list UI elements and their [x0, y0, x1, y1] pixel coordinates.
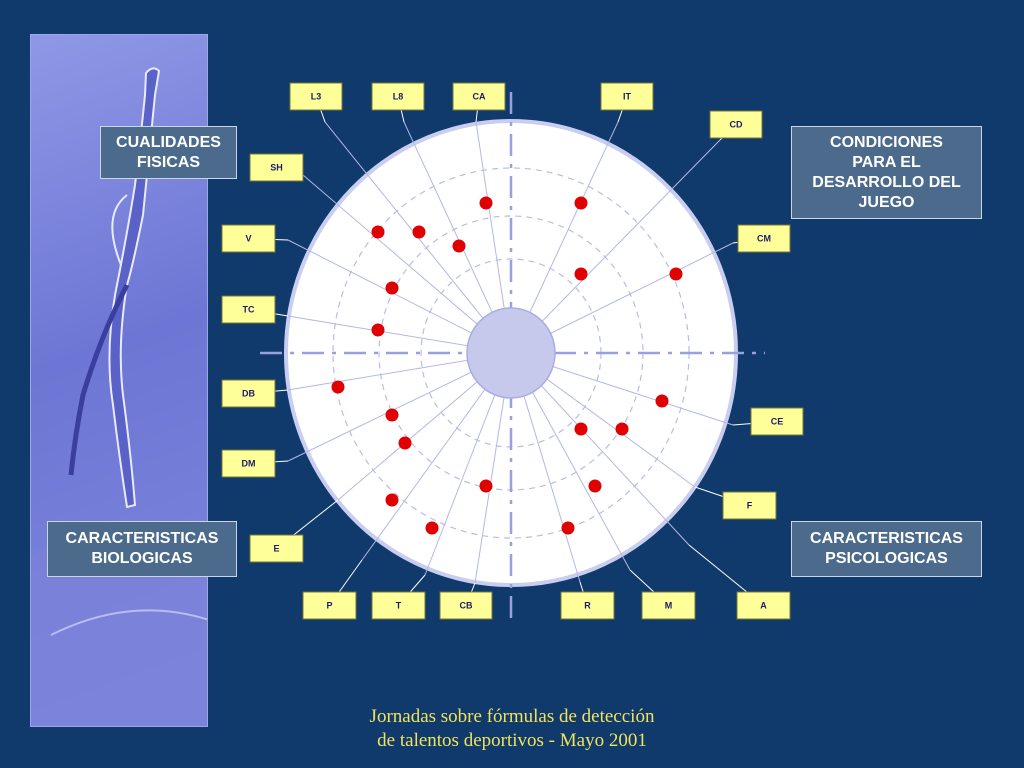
label-box-a — [736, 591, 791, 620]
label-l8: L8 — [393, 92, 404, 102]
category-caracteristicas-biologicas: CARACTERISTICAS BIOLOGICAS — [47, 521, 237, 577]
label-dm: DM — [242, 459, 256, 469]
label-box-cb — [439, 591, 493, 620]
red-dot-7 — [669, 267, 683, 281]
red-dot-11 — [655, 394, 669, 408]
label-p: P — [326, 601, 332, 611]
label-m: M — [665, 601, 673, 611]
red-dot-2 — [574, 196, 588, 210]
label-box-r — [560, 591, 615, 620]
label-box-db — [221, 379, 276, 408]
label-box-dm — [221, 449, 276, 478]
red-dot-4 — [412, 225, 426, 239]
label-sh: SH — [270, 163, 283, 173]
label-r: R — [584, 601, 591, 611]
label-cd: CD — [730, 120, 743, 130]
label-box-cm — [737, 224, 791, 253]
label-db: DB — [242, 389, 255, 399]
label-tc: TC — [243, 305, 255, 315]
category-cualidades-fisicas: CUALIDADES FISICAS — [100, 126, 237, 179]
red-dot-18 — [385, 493, 399, 507]
footer-line-2: de talentos deportivos - Mayo 2001 — [377, 730, 647, 751]
label-box-ca — [452, 82, 506, 111]
red-dot-19 — [425, 521, 439, 535]
label-box-cd — [709, 110, 763, 139]
label-box-f — [722, 491, 777, 520]
red-dot-20 — [561, 521, 575, 535]
label-it: IT — [623, 92, 632, 102]
label-f: F — [747, 501, 753, 511]
label-cm: CM — [757, 234, 771, 244]
red-dot-12 — [385, 408, 399, 422]
label-v: V — [245, 234, 251, 244]
label-box-l3 — [289, 82, 343, 111]
label-e: E — [273, 544, 279, 554]
center-hub — [466, 307, 556, 399]
red-dot-16 — [479, 479, 493, 493]
red-dot-8 — [385, 281, 399, 295]
footer: Jornadas sobre fórmulas de detección de … — [300, 705, 724, 753]
spoke-cd — [510, 139, 721, 354]
label-a: A — [760, 601, 767, 611]
red-dot-6 — [574, 267, 588, 281]
red-dot-15 — [398, 436, 412, 450]
red-dot-9 — [371, 323, 385, 337]
label-box-ce — [750, 407, 804, 436]
red-dot-1 — [479, 196, 493, 210]
red-dot-5 — [452, 239, 466, 253]
footer-line-1: Jornadas sobre fórmulas de detección — [369, 706, 655, 727]
red-dot-14 — [615, 422, 629, 436]
label-box-v — [221, 224, 276, 253]
label-box-l8 — [371, 82, 425, 111]
category-condiciones-juego: CONDICIONES PARA EL DESARROLLO DEL JUEGO — [791, 126, 982, 219]
label-box-p — [302, 591, 357, 620]
label-box-tc — [221, 295, 276, 324]
label-l3: L3 — [311, 92, 322, 102]
label-ce: CE — [771, 417, 784, 427]
label-ca: CA — [473, 92, 486, 102]
label-box-t — [371, 591, 426, 620]
red-dot-13 — [574, 422, 588, 436]
label-box-it — [600, 82, 654, 111]
red-dot-3 — [371, 225, 385, 239]
label-box-e — [249, 534, 304, 563]
label-box-m — [641, 591, 696, 620]
label-box-sh — [249, 153, 304, 182]
label-cb: CB — [460, 601, 473, 611]
label-t: T — [396, 601, 402, 611]
red-dot-10 — [331, 380, 345, 394]
red-dot-17 — [588, 479, 602, 493]
spoke-sh — [302, 174, 512, 354]
category-caracteristicas-psicologicas: CARACTERISTICAS PSICOLOGICAS — [791, 521, 982, 577]
